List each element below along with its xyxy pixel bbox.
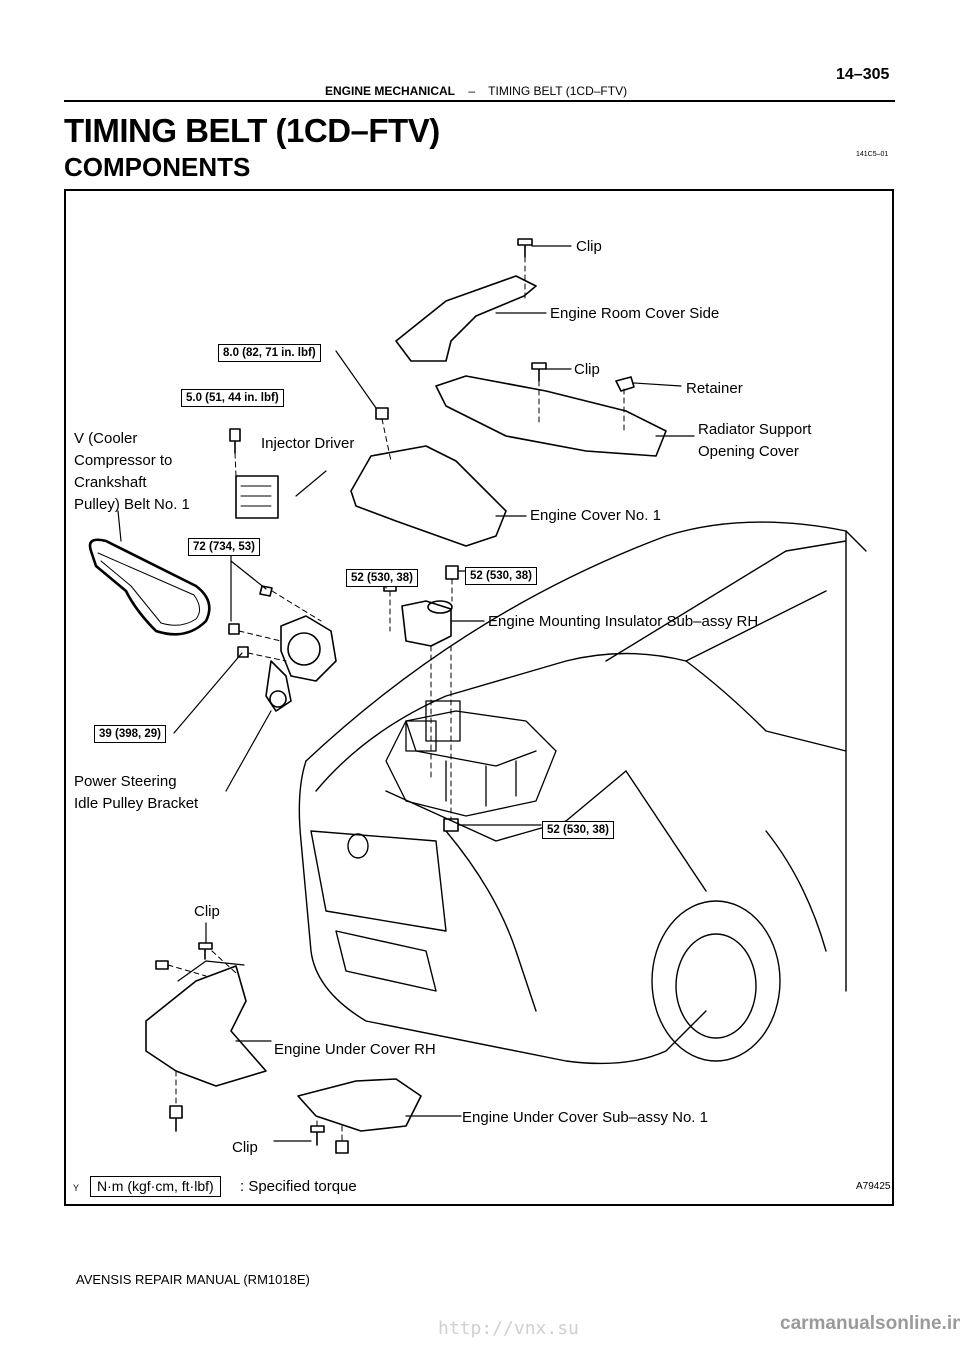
label-v-belt-3: Crankshaft	[74, 474, 147, 491]
clip-under-part	[198, 942, 213, 960]
engine-under-cover-rh-part	[145, 965, 267, 1087]
running-head: ENGINE MECHANICAL – TIMING BELT (1CD–FTV…	[325, 84, 627, 98]
label-v-belt-1: V (Cooler	[74, 430, 138, 447]
figure-corner-y: Y	[73, 1183, 80, 1193]
engine-cover-nut	[375, 407, 389, 420]
label-clip-mid: Clip	[574, 361, 600, 378]
label-engine-under-cover-rh: Engine Under Cover RH	[274, 1041, 436, 1058]
label-engine-under-cover-no1: Engine Under Cover Sub–assy No. 1	[462, 1109, 708, 1126]
label-clip-under: Clip	[194, 903, 220, 920]
page-title: TIMING BELT (1CD–FTV)	[64, 112, 440, 149]
label-clip-top: Clip	[576, 238, 602, 255]
clip-top-part	[517, 238, 533, 258]
torque-52-right: 52 (530, 38)	[465, 567, 538, 585]
label-engine-room-cover-side: Engine Room Cover Side	[550, 305, 720, 322]
retainer-part	[615, 376, 635, 392]
torque-72: 72 (734, 53)	[188, 538, 261, 556]
components-drawing	[88, 238, 867, 1154]
clip-bottom-part	[310, 1125, 325, 1146]
label-v-belt-2: Compressor to	[74, 452, 173, 469]
watermark-link[interactable]: http://vnx.su	[438, 1318, 579, 1339]
radiator-support-cover-part	[435, 375, 667, 457]
watermark: carmanualsonline.info	[780, 1313, 960, 1334]
page-number: 14–305	[836, 66, 890, 83]
engine-under-cover-no1-part	[297, 1078, 422, 1132]
label-ps-bracket-2: Idle Pulley Bracket	[74, 795, 199, 812]
running-head-separator: –	[468, 84, 476, 98]
running-head-section: ENGINE MECHANICAL	[325, 84, 456, 98]
label-clip-bottom: Clip	[232, 1139, 258, 1156]
injector-driver-part	[235, 475, 279, 519]
engine-room-cover-side-part	[395, 275, 537, 362]
label-engine-cover-no1: Engine Cover No. 1	[530, 507, 661, 524]
injector-bolt	[229, 428, 241, 454]
header-rule	[64, 100, 895, 102]
components-figure: Clip Engine Room Cover Side Clip Retaine…	[64, 189, 894, 1206]
label-injector-driver: Injector Driver	[261, 435, 355, 452]
legend-unit-box: N·m (kgf·cm, ft·lbf)	[90, 1176, 221, 1197]
torque-52-lower: 52 (530, 38)	[542, 821, 615, 839]
engine-mounting-insulator-part	[401, 600, 452, 647]
engine-cover-part	[350, 445, 507, 547]
label-v-belt-4: Pulley) Belt No. 1	[74, 496, 190, 513]
torque-5-0: 5.0 (51, 44 in. lbf)	[181, 389, 284, 407]
vehicle-outline	[298, 521, 867, 1065]
page-subtitle: COMPONENTS	[64, 152, 251, 182]
figure-code-top: 141C5–01	[856, 151, 889, 158]
label-radiator-support-2: Opening Cover	[698, 443, 799, 460]
torque-8-0: 8.0 (82, 71 in. lbf)	[218, 344, 321, 362]
figure-code: A79425	[856, 1181, 891, 1192]
label-retainer: Retainer	[686, 380, 743, 397]
label-engine-mounting-insulator: Engine Mounting Insulator Sub–assy RH	[488, 613, 759, 630]
engine-block	[385, 700, 557, 817]
label-radiator-support-1: Radiator Support	[698, 421, 812, 438]
torque-39: 39 (398, 29)	[94, 725, 167, 743]
torque-52-left: 52 (530, 38)	[346, 569, 419, 587]
legend-text: : Specified torque	[240, 1178, 357, 1195]
running-head-topic: TIMING BELT (1CD–FTV)	[488, 84, 628, 98]
power-steering-pump	[280, 615, 337, 682]
clip-mid-part	[531, 362, 547, 382]
v-belt-part	[88, 538, 211, 636]
label-ps-bracket-1: Power Steering	[74, 773, 177, 790]
footer: AVENSIS REPAIR MANUAL (RM1018E)	[76, 1272, 310, 1287]
